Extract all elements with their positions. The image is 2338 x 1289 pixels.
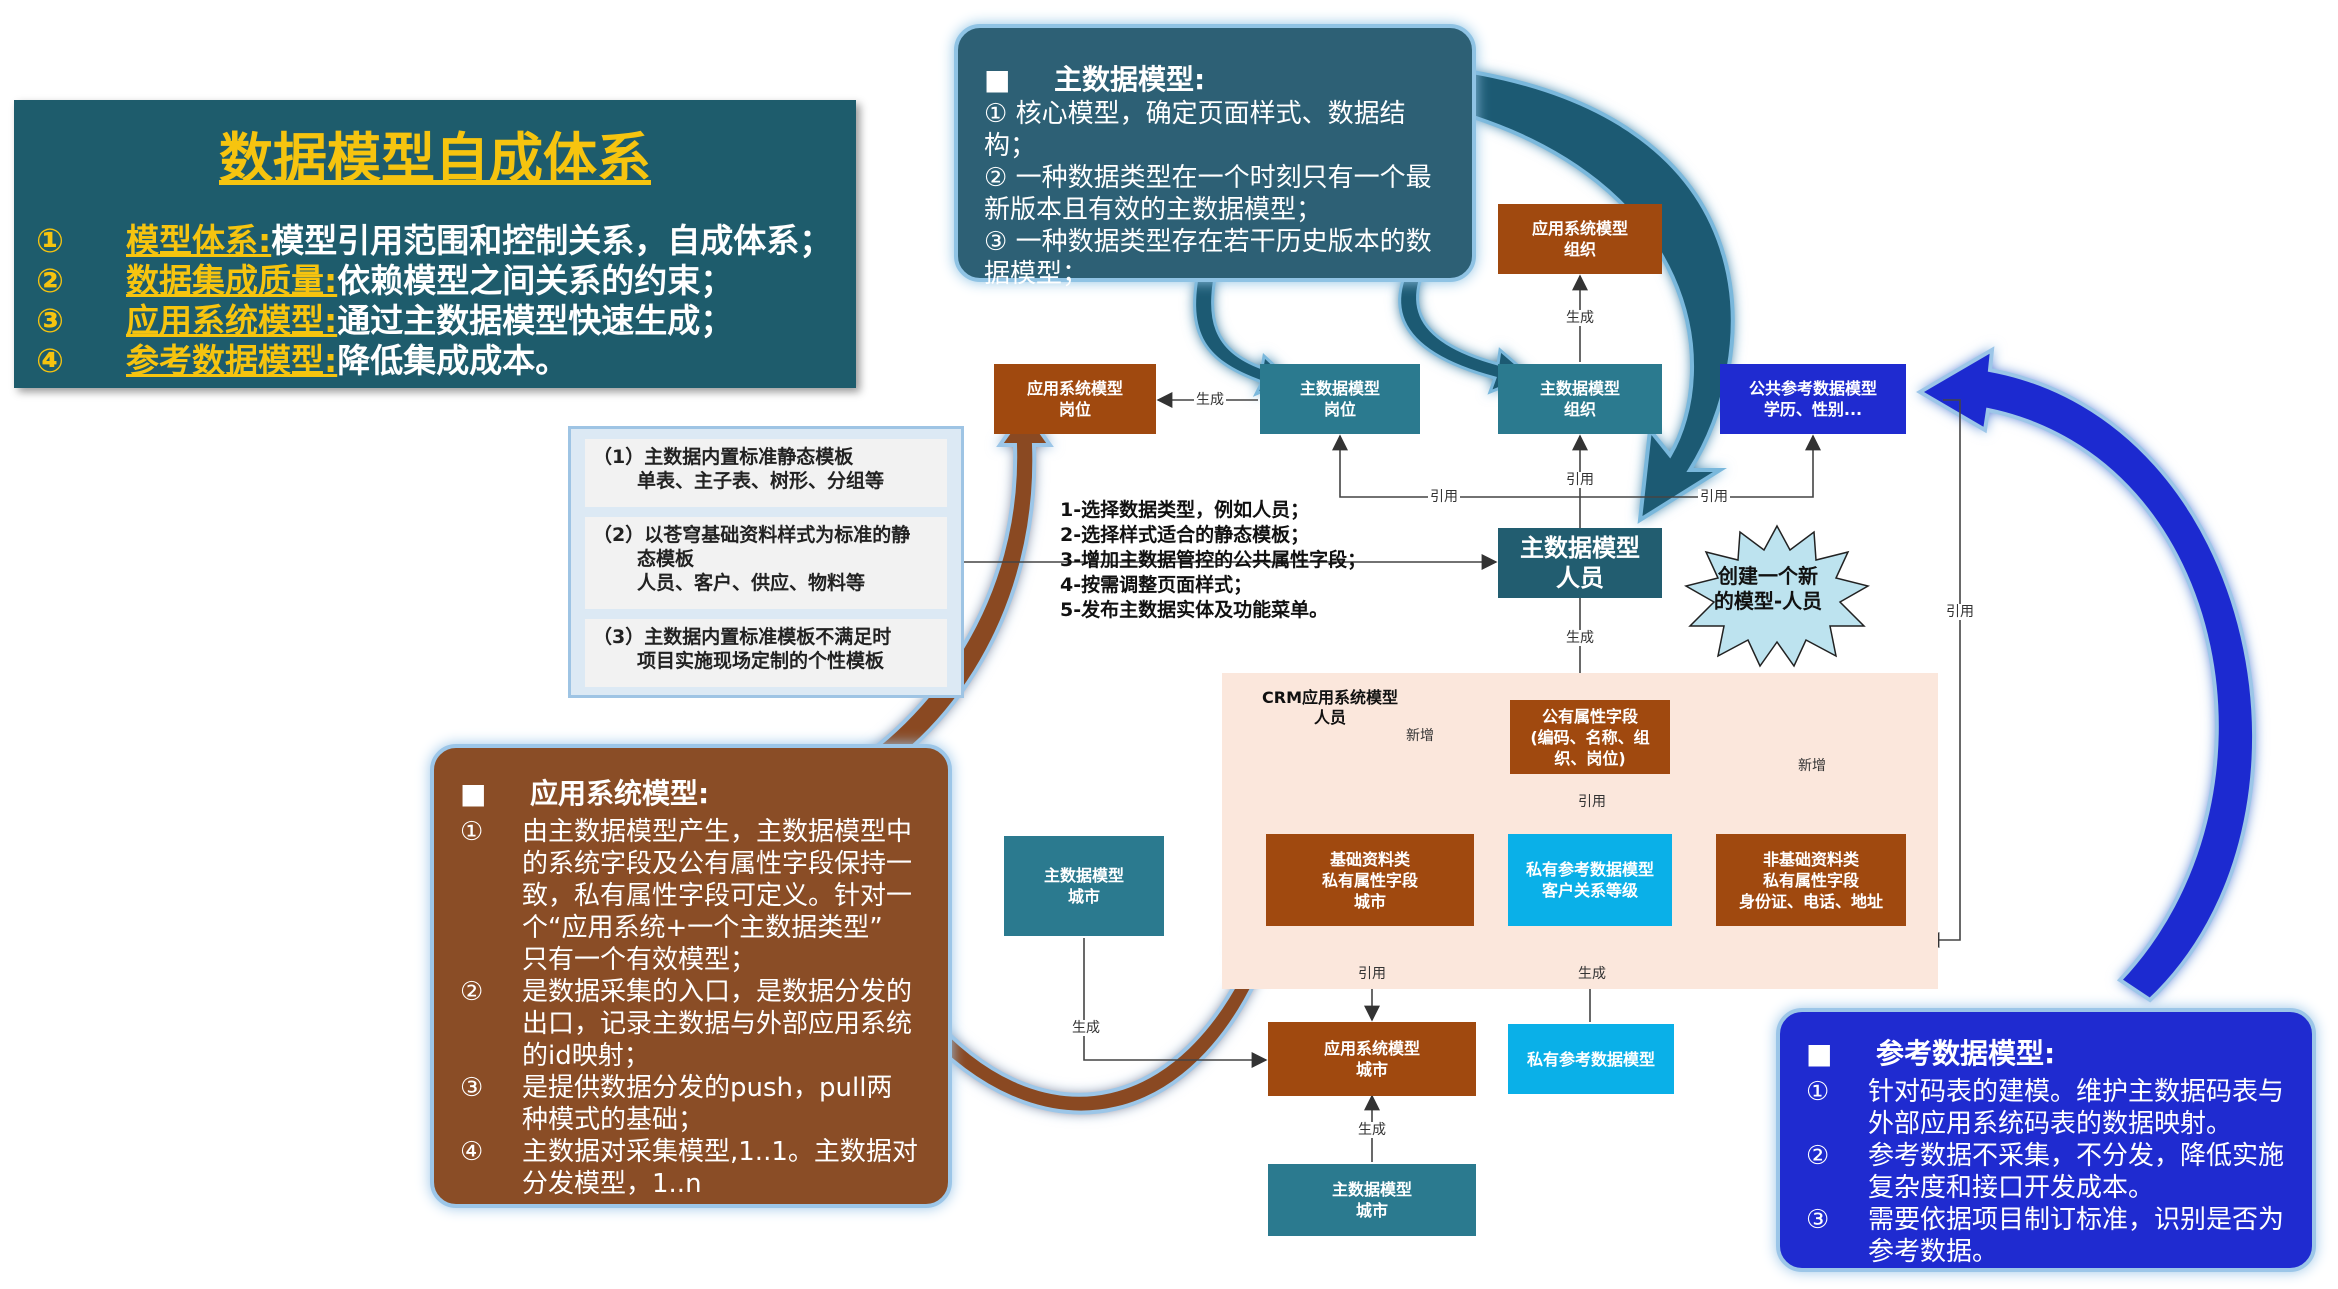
template-item-1: （1）主数据内置标准静态模板 单表、主子表、树形、分组等	[585, 439, 947, 507]
node-priv-ref-cust[interactable]: 私有参考数据模型客户关系等级	[1508, 834, 1672, 926]
template-item-2: （2）以苍穹基础资料样式为标准的静 态模板 人员、客户、供应、物料等	[585, 517, 947, 609]
template-box: （1）主数据内置标准静态模板 单表、主子表、树形、分组等 （2）以苍穹基础资料样…	[568, 426, 964, 698]
master-panel-line-1: ① 核心模型，确定页面样式、数据结构；	[984, 99, 1406, 161]
edge-label-gen1: 生成	[1564, 310, 1596, 326]
edge-label-gen2: 生成	[1194, 392, 1226, 408]
master-panel-heading: ■主数据模型:	[984, 63, 1206, 96]
step-2: 2-选择样式适合的静态模板；	[1060, 524, 1310, 546]
edge-label-add2: 新增	[1796, 758, 1828, 774]
edge-md-city-to-app-city	[1083, 938, 1268, 1068]
node-app-city[interactable]: 应用系统模型城市	[1268, 1022, 1476, 1096]
template-item-3: （3）主数据内置标准模板不满足时 项目实施现场定制的个性模板	[585, 619, 947, 687]
edge-pub-ref-to-nonbasic	[1923, 399, 1961, 948]
edge-person-to-pub-ref	[1580, 434, 1821, 498]
crm-label: CRM应用系统模型人员	[1262, 688, 1398, 727]
edge-label-add1: 新增	[1404, 728, 1436, 744]
node-app-post[interactable]: 应用系统模型岗位	[994, 364, 1156, 434]
master-panel-line-3: 新版本且有效的主数据模型；	[984, 195, 1323, 225]
burst-shape	[1684, 524, 1870, 668]
node-md-org[interactable]: 主数据模型组织	[1498, 364, 1662, 434]
master-panel-line-5: 据模型；	[984, 259, 1089, 289]
master-panel-line-2: ② 一种数据类型在一个时刻只有一个最	[984, 163, 1432, 193]
step-5: 5-发布主数据实体及功能菜单。	[1060, 599, 1329, 621]
step-1: 1-选择数据类型，例如人员；	[1060, 499, 1310, 521]
master-data-panel: ■主数据模型: ① 核心模型，确定页面样式、数据结构； ② 一种数据类型在一个时…	[954, 24, 1476, 289]
edge-label-ref6: 引用	[1356, 966, 1388, 982]
edge-label-gen6: 生成	[1356, 1122, 1388, 1138]
edge-label-ref2: 引用	[1428, 489, 1460, 505]
master-panel-line-4: ③ 一种数据类型存在若干历史版本的数	[984, 227, 1432, 257]
node-nonbasic[interactable]: 非基础资料类私有属性字段身份证、电话、地址	[1716, 834, 1906, 926]
steps-list: 1-选择数据类型，例如人员； 2-选择样式适合的静态模板； 3-增加主数据管控的…	[1060, 498, 1366, 623]
node-basic[interactable]: 基础资料类私有属性字段城市	[1266, 834, 1474, 926]
edge-label-ref1: 引用	[1564, 472, 1596, 488]
node-md-person[interactable]: 主数据模型人员	[1498, 528, 1662, 598]
node-app-org[interactable]: 应用系统模型组织	[1498, 204, 1662, 274]
edge-label-gen4: 生成	[1576, 966, 1608, 982]
edge-label-ref3: 引用	[1698, 489, 1730, 505]
node-pub-attr[interactable]: 公有属性字段(编码、名称、组织、岗位)	[1510, 700, 1670, 774]
node-md-city-left[interactable]: 主数据模型城市	[1004, 836, 1164, 936]
blue-curved-arrow	[1916, 346, 2256, 1003]
step-3: 3-增加主数据管控的公共属性字段；	[1060, 549, 1367, 571]
app-panel-heading: ■应用系统模型:	[460, 777, 710, 810]
step-4: 4-按需调整页面样式；	[1060, 574, 1253, 596]
node-md-city-bottom[interactable]: 主数据模型城市	[1268, 1164, 1476, 1236]
edge-person-to-md-post	[1332, 434, 1580, 498]
diagram-title: 数据模型自成体系	[219, 127, 651, 190]
edge-label-gen3: 生成	[1564, 630, 1596, 646]
edge-label-ref5: 引用	[1576, 794, 1608, 810]
node-pub-ref[interactable]: 公共参考数据模型学历、性别...	[1720, 364, 1906, 434]
node-md-post[interactable]: 主数据模型岗位	[1260, 364, 1420, 434]
edge-label-gen5: 生成	[1070, 1020, 1102, 1036]
burst-text: 创建一个新的模型-人员	[1713, 564, 1823, 613]
edge-label-ref4: 引用	[1944, 604, 1976, 620]
ref-panel-heading: ■参考数据模型:	[1806, 1037, 2056, 1070]
node-priv-ref[interactable]: 私有参考数据模型	[1508, 1024, 1674, 1094]
